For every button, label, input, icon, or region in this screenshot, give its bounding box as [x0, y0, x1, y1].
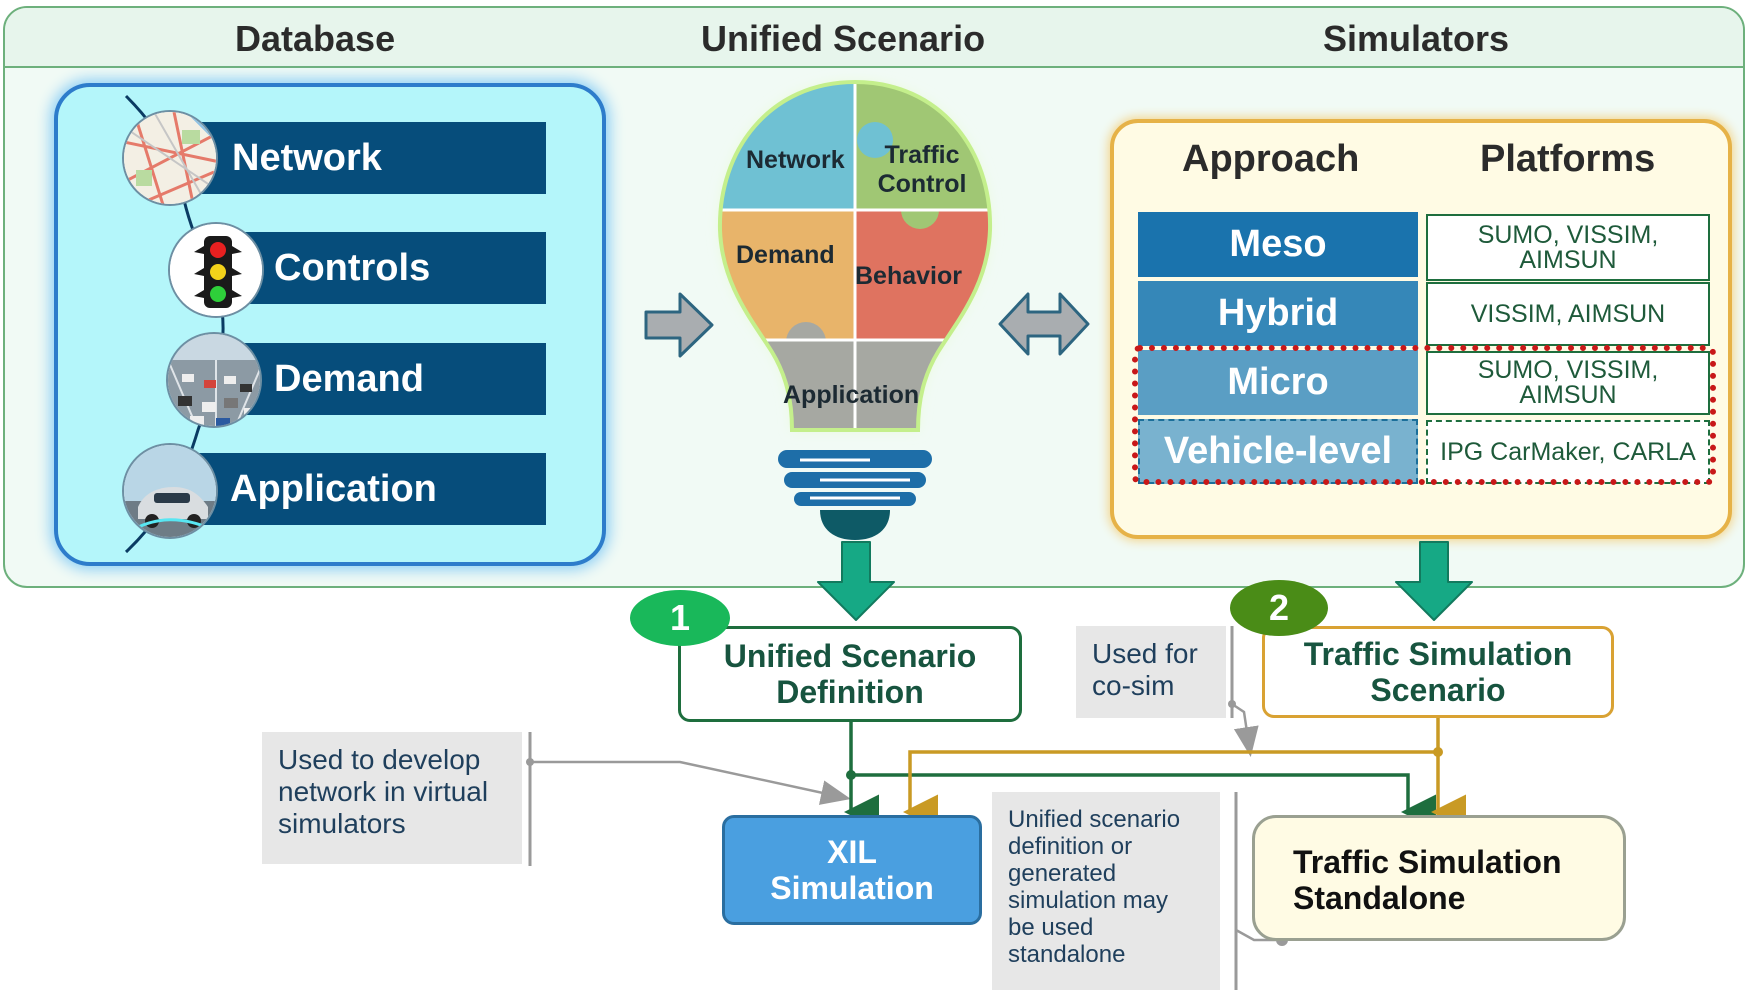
step-badge-2: 2 [1230, 580, 1328, 636]
note-line: Used for [1092, 638, 1198, 669]
bulb-traffic-control-label: Traffic Control [876, 141, 968, 199]
unified-scenario-header: Unified Scenario [701, 18, 986, 59]
database-item-application: Application [190, 453, 546, 525]
platform-text: SUMO, VISSIM, [1477, 220, 1659, 249]
autonomous-car-icon [122, 443, 218, 539]
standalone-note: Unified scenario definition or generated… [992, 792, 1220, 990]
step-badge-1: 1 [630, 590, 730, 646]
platforms-meso: SUMO, VISSIM, AIMSUN [1426, 214, 1710, 281]
cosim-note: Used for co-sim [1076, 626, 1226, 718]
note-line: Unified scenario [1008, 806, 1181, 833]
bulb-demand-label: Demand [736, 241, 835, 269]
bulb-control-text: Control [877, 170, 967, 198]
note-line: definition or [1008, 833, 1133, 860]
approach-micro: Micro [1138, 350, 1418, 415]
note-line: be used [1008, 914, 1094, 941]
header-band [5, 8, 1743, 68]
database-header: Database [235, 18, 396, 59]
platforms-hybrid: VISSIM, AIMSUN [1426, 282, 1710, 346]
approach-title: Approach [1182, 138, 1360, 180]
platforms-title: Platforms [1480, 138, 1656, 180]
right-arrow-icon [644, 292, 714, 358]
database-item-network: Network [190, 122, 546, 194]
database-item-label: Application [230, 467, 437, 510]
platform-text: VISSIM, AIMSUN [1470, 299, 1666, 328]
box-line: Definition [776, 674, 924, 710]
approach-hybrid: Hybrid [1138, 281, 1418, 346]
approach-vehicle-level: Vehicle-level [1138, 419, 1418, 484]
traffic-jam-icon [166, 332, 262, 428]
down-arrow-icon [1395, 541, 1473, 621]
database-item-label: Network [232, 136, 382, 179]
platform-text: IPG CarMaker, CARLA [1440, 437, 1696, 466]
platform-text: SUMO, VISSIM, [1477, 356, 1659, 384]
develop-network-note: Used to develop network in virtual simul… [262, 732, 522, 864]
box-line: Simulation [770, 870, 934, 906]
map-icon [122, 110, 218, 206]
traffic-simulation-scenario-box: Traffic Simulation Scenario [1262, 626, 1614, 718]
xil-simulation-box: XIL Simulation [722, 815, 982, 925]
platforms-micro: SUMO, VISSIM, AIMSUN [1426, 351, 1710, 415]
box-line: Traffic Simulation [1293, 844, 1562, 880]
micro-vehicle-highlight [1132, 345, 1716, 485]
approach-meso: Meso [1138, 212, 1418, 277]
box-line: Unified Scenario [723, 638, 977, 674]
box-line: XIL [827, 834, 877, 870]
down-arrow-icon [817, 541, 895, 621]
note-line: co-sim [1092, 670, 1175, 701]
note-line: simulation may [1008, 887, 1169, 914]
box-line: Traffic Simulation [1303, 636, 1573, 672]
note-line: Used to develop [278, 744, 481, 775]
lightbulb-puzzle [717, 79, 993, 540]
bulb-application-label: Application [783, 381, 920, 409]
platform-text: AIMSUN [1519, 381, 1617, 409]
traffic-simulation-standalone-box: Traffic Simulation Standalone [1252, 815, 1626, 941]
platform-text: AIMSUN [1519, 245, 1617, 274]
note-line: generated [1008, 860, 1117, 887]
platforms-vehicle-level: IPG CarMaker, CARLA [1426, 420, 1710, 484]
bulb-network-label: Network [746, 146, 845, 174]
traffic-light-icon [168, 222, 264, 318]
database-item-label: Demand [274, 357, 424, 400]
database-item-demand: Demand [232, 343, 546, 415]
simulators-header: Simulators [1323, 18, 1510, 59]
unified-scenario-definition-box: Unified Scenario Definition [678, 626, 1022, 722]
double-arrow-icon [998, 292, 1090, 356]
bulb-behavior-label: Behavior [855, 262, 962, 290]
box-line: Scenario [1370, 672, 1506, 708]
note-line: simulators [278, 808, 406, 839]
database-item-controls: Controls [232, 232, 546, 304]
note-line: standalone [1008, 941, 1126, 968]
note-line: network in virtual [278, 776, 489, 807]
box-line: Standalone [1293, 880, 1466, 916]
database-item-label: Controls [274, 246, 431, 289]
bulb-traffic-text: Traffic [884, 141, 960, 169]
